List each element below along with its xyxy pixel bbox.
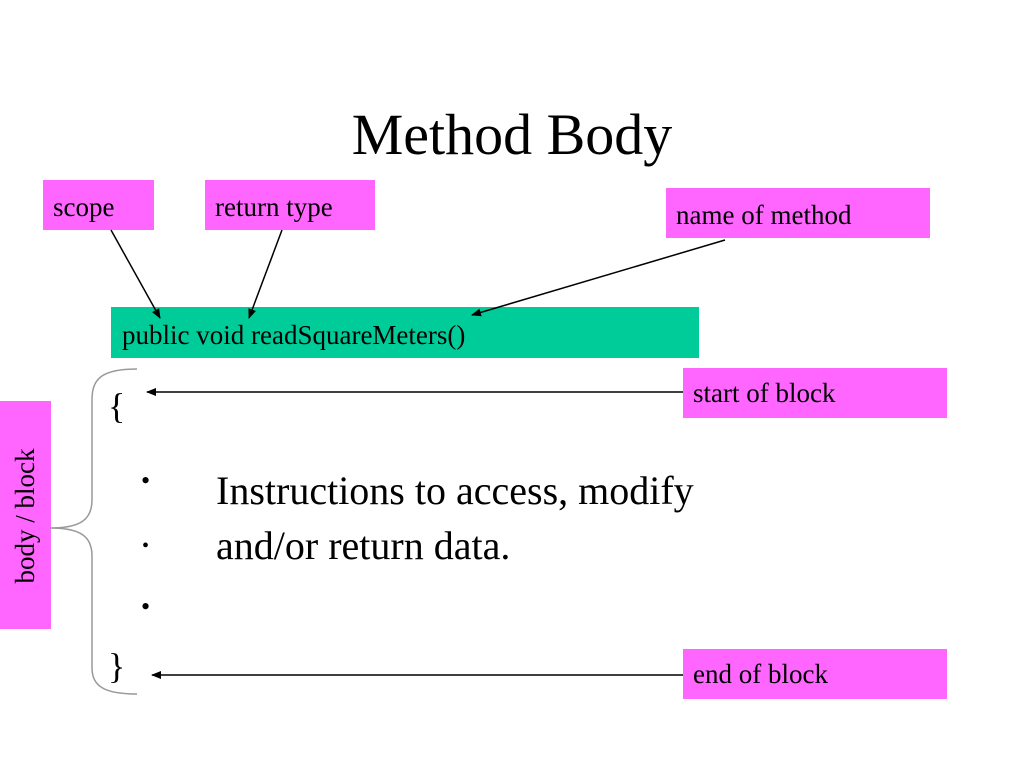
start-of-block-label: start of block — [683, 368, 947, 418]
slide-title: Method Body — [351, 102, 673, 167]
end-of-block-label: end of block — [683, 649, 947, 699]
name-of-method-label: name of method — [666, 188, 930, 238]
body-block-label: body / block — [0, 401, 51, 629]
body-line-1: Instructions to access, modify — [216, 468, 694, 513]
bullet-1: • — [141, 466, 151, 495]
close-brace: } — [108, 646, 126, 686]
bullet-3: • — [141, 592, 151, 621]
body-line-2: and/or return data. — [216, 523, 511, 568]
scope-label: scope — [43, 180, 154, 230]
scope-arrow — [110, 229, 161, 319]
return-type-arrow — [248, 229, 283, 319]
body-description: Instructions to access, modify and/or re… — [216, 463, 796, 573]
return-type-label: return type — [205, 180, 375, 230]
method-signature: public void readSquareMeters() — [111, 307, 699, 358]
open-brace: { — [108, 386, 126, 426]
name-of-method-arrow — [471, 239, 726, 317]
body-block-label-text: body / block — [10, 448, 40, 584]
bullet-2: • — [142, 535, 150, 557]
